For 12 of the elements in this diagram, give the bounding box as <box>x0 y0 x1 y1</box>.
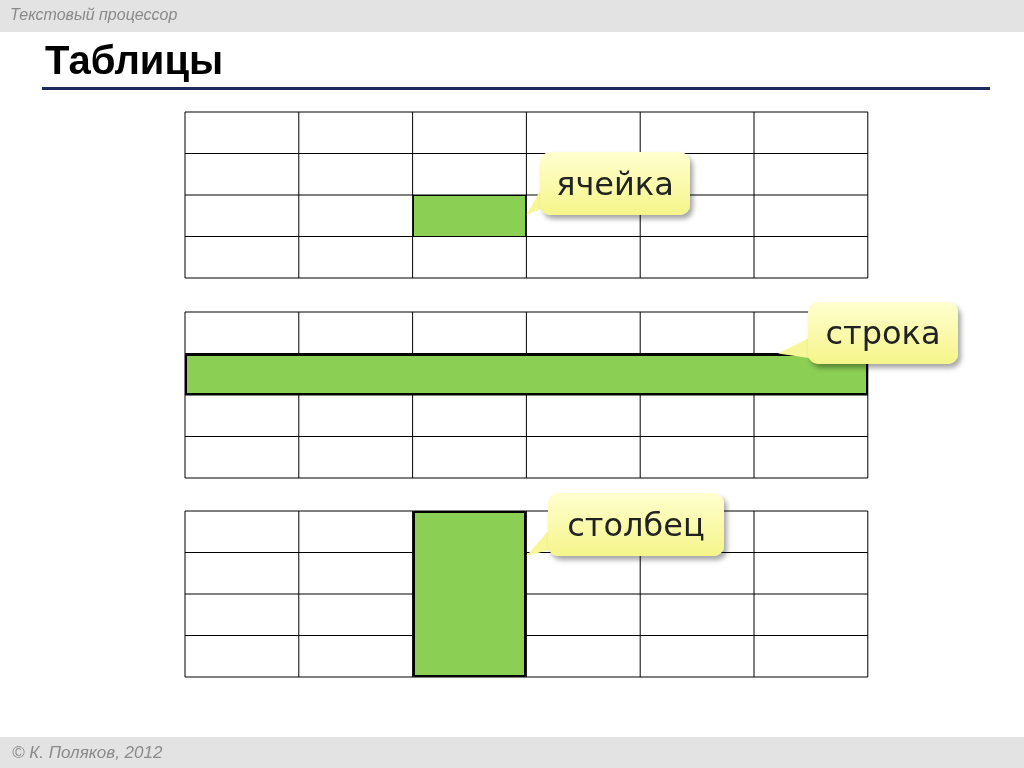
highlighted-band <box>185 353 868 395</box>
callout-bubble: строка <box>808 302 958 364</box>
callout-bubble: столбец <box>548 493 724 556</box>
callout-pointer <box>778 338 809 358</box>
callout-bubble: ячейка <box>540 152 690 215</box>
footer-text: © К. Поляков, 2012 <box>12 743 163 763</box>
slide-title: Таблицы <box>45 38 224 83</box>
callout-pointer <box>526 189 541 215</box>
highlighted-cell <box>412 195 527 237</box>
callout-pointer <box>526 530 549 556</box>
highlighted-band <box>412 511 527 677</box>
header-text: Текстовый процессор <box>10 6 178 24</box>
